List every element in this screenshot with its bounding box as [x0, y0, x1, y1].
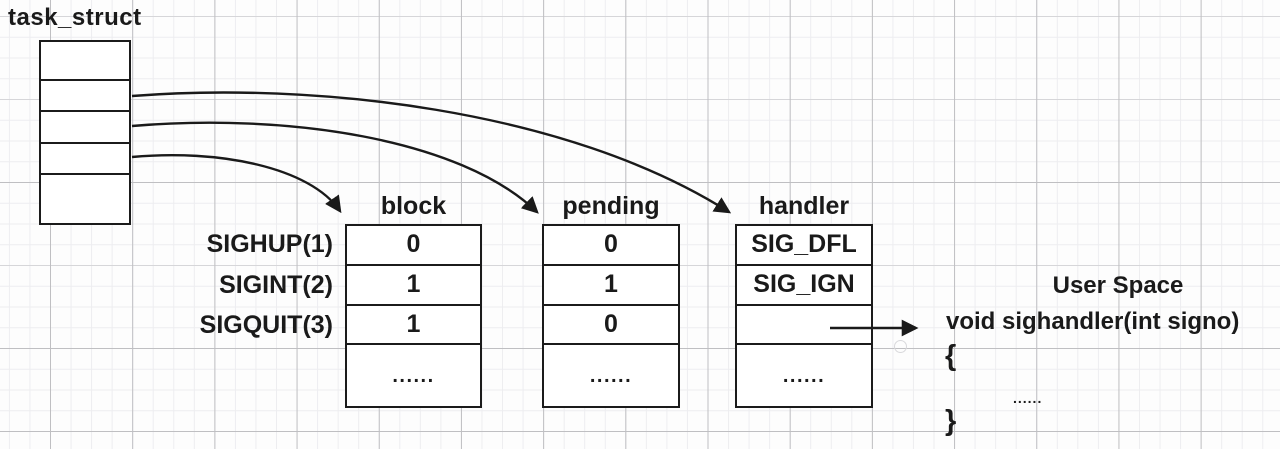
signal-label-sigint: SIGINT(2)	[219, 271, 333, 299]
block-cell-sigquit: 1	[347, 306, 480, 345]
handler-cell-sigint: SIG_IGN	[737, 266, 871, 306]
pending-cell-ellipsis: ......	[589, 364, 633, 387]
handler-cell-sigquit	[737, 306, 871, 345]
faint-circle-artifact	[894, 340, 907, 353]
task-struct-box	[39, 40, 131, 225]
task-struct-cell	[41, 81, 129, 112]
task-struct-title: task_struct	[8, 4, 142, 31]
arrow-task-to-block	[131, 154, 342, 214]
pending-column-header: pending	[562, 192, 660, 220]
signal-label-sigquit: SIGQUIT(3)	[199, 311, 333, 339]
block-column-header: block	[380, 192, 447, 220]
handler-cell-sighup: SIG_DFL	[737, 226, 871, 266]
task-struct-cell	[41, 42, 129, 81]
signal-label-sighup: SIGHUP(1)	[206, 230, 333, 258]
task-struct-cell	[41, 175, 129, 223]
close-brace: }	[945, 405, 957, 437]
block-cell-sighup: 0	[347, 226, 480, 266]
pending-cell-sigquit: 0	[544, 306, 678, 345]
block-cell-ellipsis: ......	[392, 364, 435, 387]
task-struct-cell	[41, 112, 129, 144]
handler-table: SIG_DFL SIG_IGN ......	[735, 224, 873, 408]
handler-column-header: handler	[758, 192, 850, 220]
pending-cell-sigint: 1	[544, 266, 678, 306]
sighandler-signature: void sighandler(int signo)	[946, 308, 1240, 335]
block-table: 0 1 1 ......	[345, 224, 482, 408]
code-body-ellipsis: ......	[1013, 390, 1043, 406]
task-struct-cell	[41, 144, 129, 175]
user-space-title: User Space	[1052, 272, 1184, 299]
block-cell-sigint: 1	[347, 266, 480, 306]
handler-cell-ellipsis: ......	[782, 364, 826, 387]
pending-cell-sighup: 0	[544, 226, 678, 266]
pending-table: 0 1 0 ......	[542, 224, 680, 408]
open-brace: {	[945, 340, 957, 372]
